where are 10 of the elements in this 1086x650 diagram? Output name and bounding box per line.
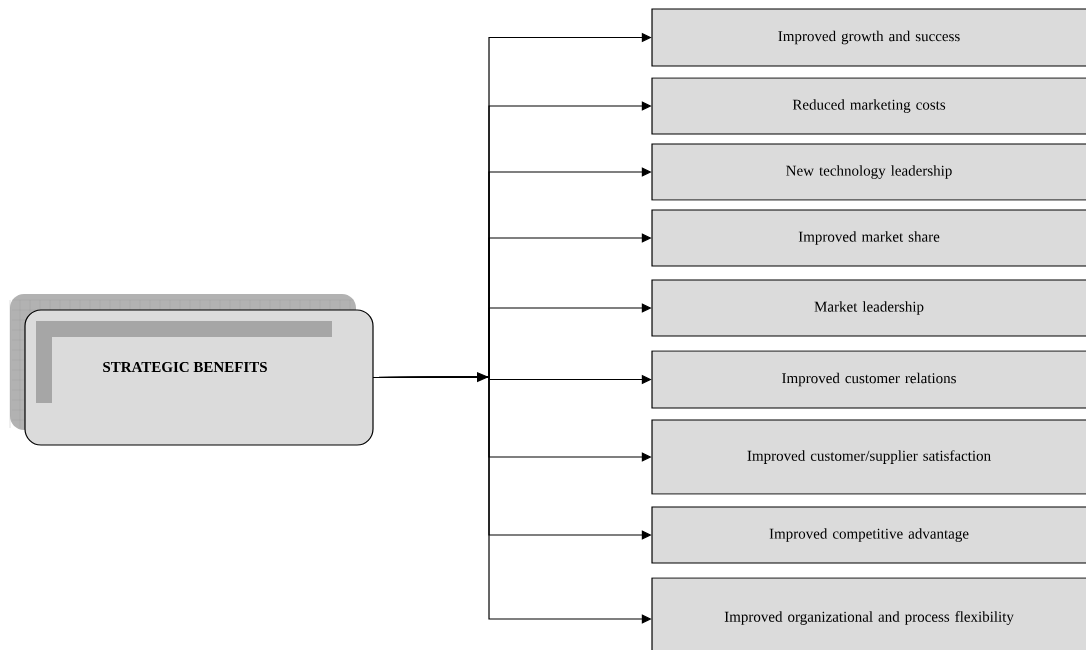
benefit-box: Improved organizational and process flexibility: [651, 577, 1086, 650]
benefit-box: Reduced marketing costs: [651, 77, 1086, 135]
benefit-box: Improved market share: [651, 209, 1086, 267]
benefit-box: Improved competitive advantage: [651, 506, 1086, 564]
benefit-box: New technology leadership: [651, 143, 1086, 201]
benefit-box: Improved growth and success: [651, 8, 1086, 67]
benefit-box: Market leadership: [651, 279, 1086, 337]
benefit-box: Improved customer relations: [651, 350, 1086, 409]
benefit-box: Improved customer/supplier satisfaction: [651, 419, 1086, 495]
rounded-box: STRATEGIC BENEFITS: [24, 309, 374, 446]
